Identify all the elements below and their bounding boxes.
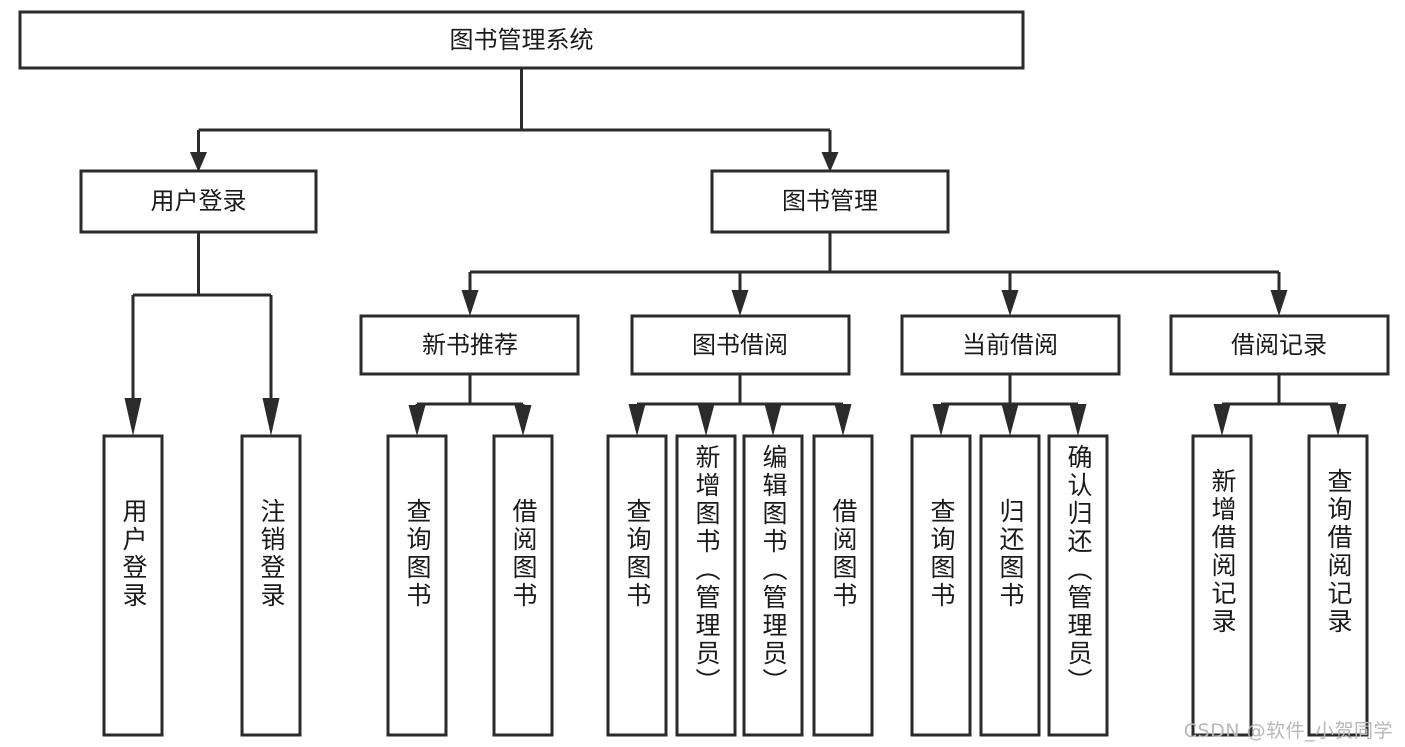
node-user-login[interactable]: 用户登录 xyxy=(79,169,318,234)
node-current-borrow[interactable]: 当前借阅 xyxy=(900,314,1121,376)
arrow-to-leaf-confirm-return xyxy=(1069,404,1087,436)
node-leaf-borrow-book-2-box[interactable] xyxy=(812,434,874,737)
node-borrow-record[interactable]: 借阅记录 xyxy=(1169,314,1390,376)
connector-layer xyxy=(124,68,1347,436)
node-root-box[interactable] xyxy=(18,10,1025,70)
node-leaf-query-book-2-box[interactable] xyxy=(606,434,668,737)
node-root-label: 图书管理系统 xyxy=(450,26,594,54)
arrow-to-current-borrow xyxy=(1001,290,1019,316)
node-leaf-query-book-1-box[interactable] xyxy=(386,434,448,737)
node-current-borrow-box[interactable] xyxy=(900,314,1121,376)
node-new-book-recommend[interactable]: 新书推荐 xyxy=(359,314,580,376)
arrow-to-leaf-query-book-2 xyxy=(628,404,646,436)
node-user-login-box[interactable] xyxy=(79,169,318,234)
node-leaf-edit-book-box[interactable] xyxy=(742,434,804,737)
node-new-book-recommend-label: 新书推荐 xyxy=(422,331,518,359)
node-borrow-record-label: 借阅记录 xyxy=(1231,331,1327,359)
arrow-to-book-borrow xyxy=(731,290,749,316)
node-book-borrow-label: 图书借阅 xyxy=(692,331,788,359)
arrow-to-leaf-query-book-1 xyxy=(408,405,426,436)
arrow-to-leaf-return-book xyxy=(1001,404,1019,436)
arrow-to-leaf-query-record xyxy=(1329,404,1347,436)
node-leaf-query-book-3-box[interactable] xyxy=(910,434,972,737)
node-book-manage-label: 图书管理 xyxy=(782,187,878,215)
arrow-to-leaf-user-login xyxy=(124,398,142,436)
arrow-to-leaf-add-book xyxy=(697,404,715,436)
arrow-to-leaf-user-logout xyxy=(262,398,280,436)
arrow-to-leaf-edit-book xyxy=(764,404,782,436)
node-leaf-query-record-box[interactable] xyxy=(1307,434,1369,737)
node-new-book-recommend-box[interactable] xyxy=(359,314,580,376)
arrow-to-leaf-borrow-book-2 xyxy=(834,404,852,436)
arrow-to-borrow-record xyxy=(1270,290,1288,316)
node-leaf-add-book-box[interactable] xyxy=(675,434,737,737)
watermark: CSDN @软件_小贺同学 xyxy=(1183,720,1393,742)
arrow-to-leaf-borrow-book-1 xyxy=(514,405,532,436)
node-leaf-user-login-box[interactable] xyxy=(102,434,164,737)
node-book-manage[interactable]: 图书管理 xyxy=(710,169,950,234)
arrow-to-leaf-query-book-3 xyxy=(932,404,950,436)
arrow-to-leaf-add-record xyxy=(1213,404,1231,436)
arrow-to-book-manage xyxy=(821,152,839,172)
arrow-to-user-login xyxy=(190,152,207,172)
node-book-borrow-box[interactable] xyxy=(630,314,851,376)
arrow-to-new-book-recommend xyxy=(461,290,479,316)
node-leaf-confirm-return-box[interactable] xyxy=(1047,434,1109,737)
node-book-borrow[interactable]: 图书借阅 xyxy=(630,314,851,376)
node-user-login-label: 用户登录 xyxy=(151,187,247,215)
node-leaf-borrow-book-1-box[interactable] xyxy=(492,434,554,737)
node-leaf-return-book-box[interactable] xyxy=(979,434,1041,737)
node-current-borrow-label: 当前借阅 xyxy=(962,331,1058,359)
node-borrow-record-box[interactable] xyxy=(1169,314,1390,376)
node-root[interactable]: 图书管理系统 xyxy=(18,10,1025,70)
node-book-manage-box[interactable] xyxy=(710,169,950,234)
node-leaf-add-record-box[interactable] xyxy=(1191,434,1253,737)
node-leaf-user-logout-box[interactable] xyxy=(240,434,302,737)
